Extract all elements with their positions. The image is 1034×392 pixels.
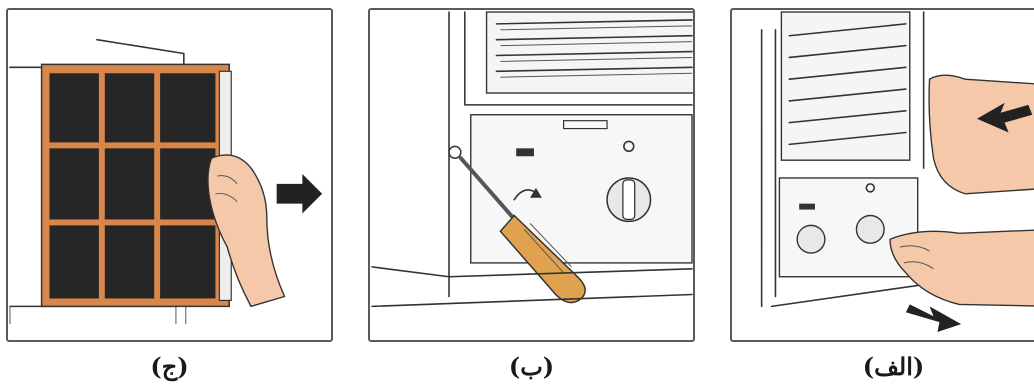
arrow-right-icon [276,174,323,214]
caption-a: (الف) [862,352,925,381]
panel-slot [563,120,608,130]
caption-b: (ب) [508,352,555,381]
screw [448,145,462,159]
panel-filter-removal [6,8,333,342]
screw-hole [865,183,876,193]
air-louvers [780,11,911,161]
floor-lines [371,266,693,308]
filter-mesh [49,73,216,299]
panel-front-grille-removal [730,8,1034,342]
control-panel [470,114,693,264]
indicator-light [516,148,534,157]
screw-hole [623,140,635,153]
hand-fingers [215,175,238,203]
filter-removal-illustration [9,38,323,325]
cabinet-frame [760,11,925,308]
indicator-light [799,203,815,210]
knob-right [855,214,885,244]
unit-legs [9,306,187,325]
hand-lower [889,229,1034,307]
control-panel [778,177,919,278]
hand-lower-fingers [899,245,934,270]
hand-upper [928,74,1034,195]
knob-left [796,224,826,254]
control-knob [606,177,652,223]
grille-removal-illustration [760,11,1034,333]
screwdriver-icon [458,156,586,304]
air-louvers [485,11,693,94]
panel-screwdriver-screw [368,8,695,342]
caption-c: (ج) [150,352,189,381]
arrow-left-icon [976,102,1033,133]
hand [207,154,286,308]
rotate-arrow-head [530,187,542,198]
unit-top-edge [96,38,185,69]
screwdriver-illustration [371,11,693,308]
arrow-down-right-icon [905,304,962,333]
